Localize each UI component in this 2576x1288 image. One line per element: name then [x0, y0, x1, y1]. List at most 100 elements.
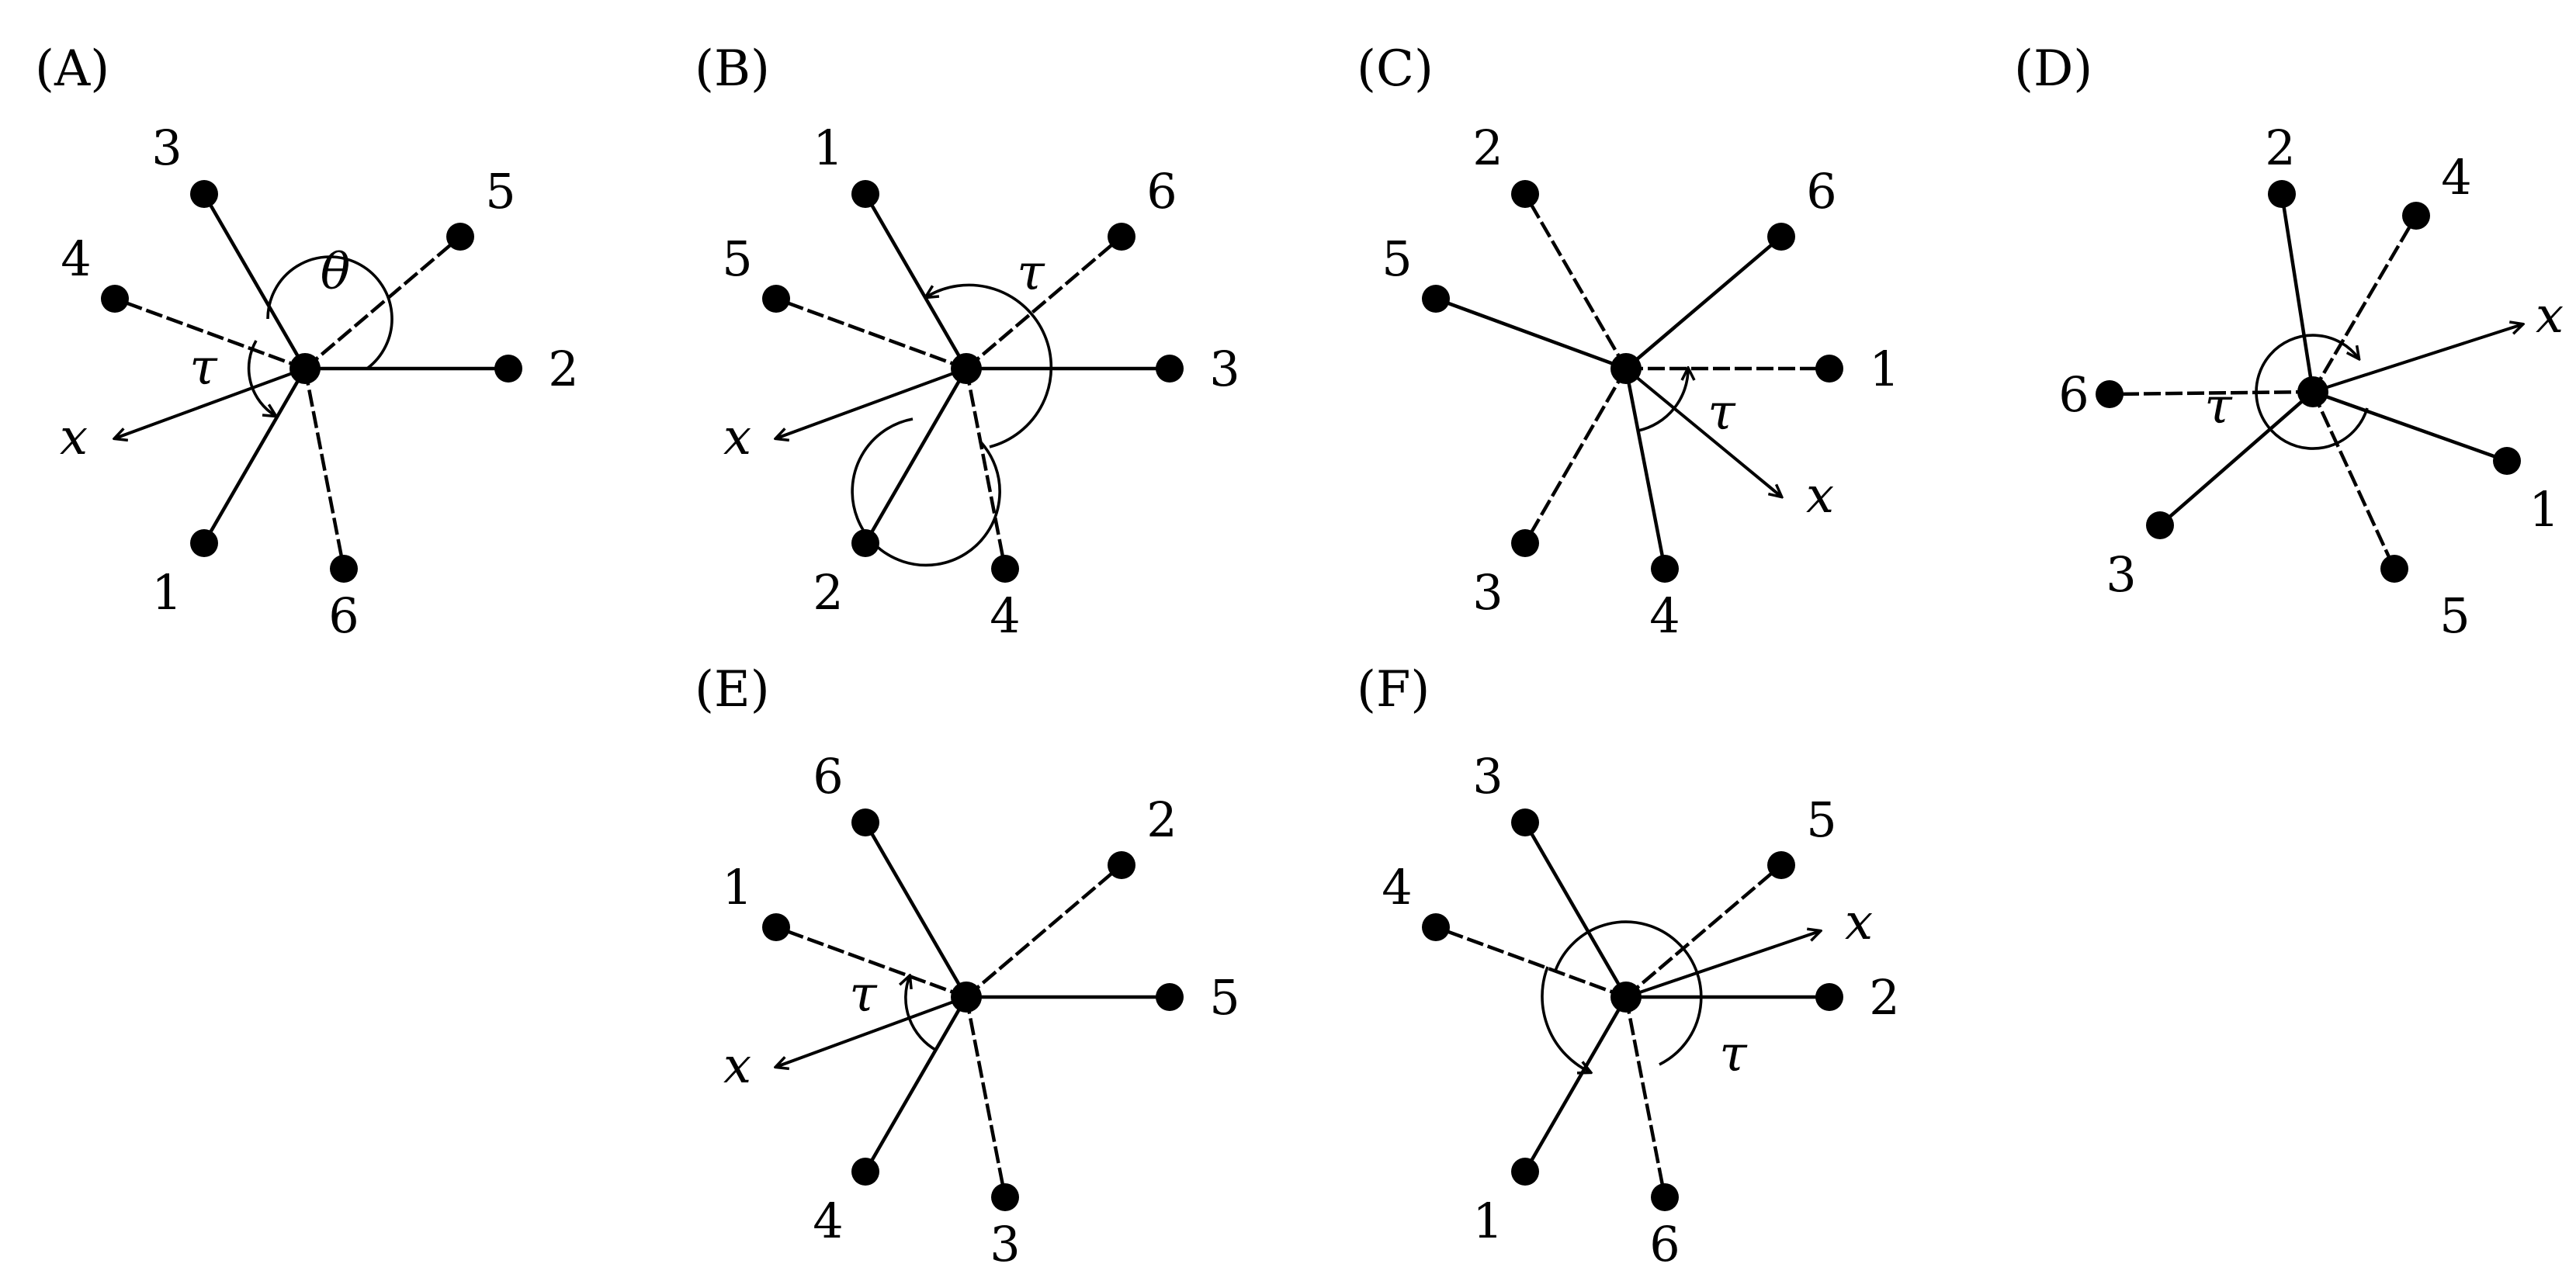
node-label-4: 4 — [813, 1193, 843, 1249]
node-1 — [2493, 447, 2521, 475]
node-4 — [2402, 202, 2430, 230]
edge-1 — [775, 925, 967, 999]
node-label-6: 6 — [1649, 1216, 1680, 1272]
node-label-1: 1 — [151, 564, 182, 621]
edge-2 — [2280, 193, 2315, 393]
node-label-3: 3 — [1472, 564, 1503, 621]
node-5 — [446, 223, 474, 251]
outer-arc — [1554, 920, 1703, 1066]
node-label-6: 6 — [2058, 366, 2089, 423]
edge-2 — [965, 864, 1123, 999]
tau-label: τ — [189, 339, 218, 396]
x-axis-label: x — [723, 409, 751, 466]
node-3 — [1511, 808, 1539, 836]
node-label-3: 3 — [1209, 341, 1239, 397]
node-1 — [190, 529, 218, 557]
node-label-3: 3 — [1472, 748, 1503, 805]
center-node — [951, 353, 982, 384]
node-1 — [762, 913, 790, 941]
center-node — [951, 982, 982, 1013]
node-label-2: 2 — [548, 341, 578, 397]
node-1 — [1815, 355, 1843, 383]
tau-label: τ — [1708, 384, 1736, 441]
edge-3 — [1524, 821, 1628, 999]
x-axis-arrow — [1624, 367, 1781, 497]
edge-6 — [965, 235, 1123, 370]
edge-5 — [1435, 296, 1627, 371]
x-axis-label: x — [2536, 287, 2564, 345]
tau-arc — [1638, 369, 1688, 432]
x-axis-label: x — [1806, 467, 1834, 525]
edge-2 — [864, 367, 968, 545]
x-axis-label: x — [60, 409, 88, 466]
node-6 — [2096, 380, 2124, 408]
node-label-4: 4 — [2441, 149, 2471, 206]
panel-label: (B) — [695, 40, 770, 98]
node-label-5: 5 — [485, 163, 515, 220]
node-2 — [2268, 180, 2296, 208]
node-5 — [2380, 555, 2408, 583]
x-axis-label: x — [1845, 894, 1873, 951]
node-label-1: 1 — [813, 119, 843, 176]
node-3 — [1156, 355, 1184, 383]
node-6 — [851, 808, 879, 836]
edge-6 — [864, 821, 968, 999]
node-label-5: 5 — [1806, 791, 1836, 848]
theta-arc — [266, 255, 394, 370]
edge-4 — [864, 995, 968, 1173]
x-axis-arrow — [776, 367, 967, 438]
edge-3 — [2158, 390, 2314, 527]
node-label-2: 2 — [813, 564, 843, 621]
node-label-5: 5 — [1382, 230, 1412, 287]
node-label-6: 6 — [813, 748, 843, 805]
edge-4 — [1435, 925, 1627, 999]
edge-6 — [1624, 996, 1667, 1198]
node-label-4: 4 — [1649, 587, 1680, 644]
edge-6 — [303, 368, 346, 570]
node-4 — [1651, 555, 1679, 583]
edge-4 — [964, 368, 1007, 570]
node-4 — [991, 555, 1019, 583]
edge-4 — [1624, 368, 1667, 570]
x-axis-arrow — [776, 995, 967, 1067]
node-label-6: 6 — [1806, 163, 1836, 220]
tau-arc — [2255, 334, 2369, 450]
edge-5 — [775, 296, 967, 371]
panel-label: (D) — [2014, 40, 2092, 98]
node-6 — [1767, 223, 1795, 251]
center-node — [1610, 982, 1642, 1013]
edge-1 — [203, 367, 307, 545]
edge-5 — [2311, 391, 2397, 570]
node-label-2: 2 — [1472, 119, 1503, 176]
node-2 — [1108, 851, 1135, 879]
center-node — [1610, 353, 1642, 384]
center-node — [289, 353, 321, 384]
node-label-4: 4 — [61, 230, 91, 287]
edge-6 — [1624, 235, 1783, 370]
edge-5 — [303, 235, 462, 370]
node-label-5: 5 — [722, 230, 752, 287]
panel-e: (E) 6 2 1 5 4 3 x τ — [695, 661, 1240, 1272]
edge-6 — [2109, 390, 2314, 396]
node-4 — [851, 1158, 879, 1186]
panel-c: (C) 2 6 5 1 3 4 x τ — [1357, 40, 1900, 644]
node-label-3: 3 — [2106, 546, 2136, 603]
node-5 — [1422, 285, 1450, 313]
x-axis-label: x — [723, 1037, 751, 1095]
node-3 — [190, 180, 218, 208]
panel-f: (F) 3 5 4 2 1 6 x τ — [1357, 661, 1900, 1272]
node-label-3: 3 — [151, 119, 182, 176]
tau-arc — [247, 340, 276, 416]
x-axis-arrow — [115, 367, 306, 438]
node-6 — [1651, 1183, 1679, 1211]
node-label-6: 6 — [1146, 163, 1177, 220]
edge-1 — [2312, 390, 2508, 463]
node-label-5: 5 — [2439, 587, 2470, 644]
node-2 — [851, 529, 879, 557]
node-label-1: 1 — [1472, 1193, 1503, 1249]
x-axis-arrow — [1625, 931, 1820, 999]
node-5 — [762, 285, 790, 313]
panel-label: (E) — [695, 661, 770, 718]
node-label-1: 1 — [2529, 481, 2559, 538]
node-3 — [2146, 511, 2174, 539]
